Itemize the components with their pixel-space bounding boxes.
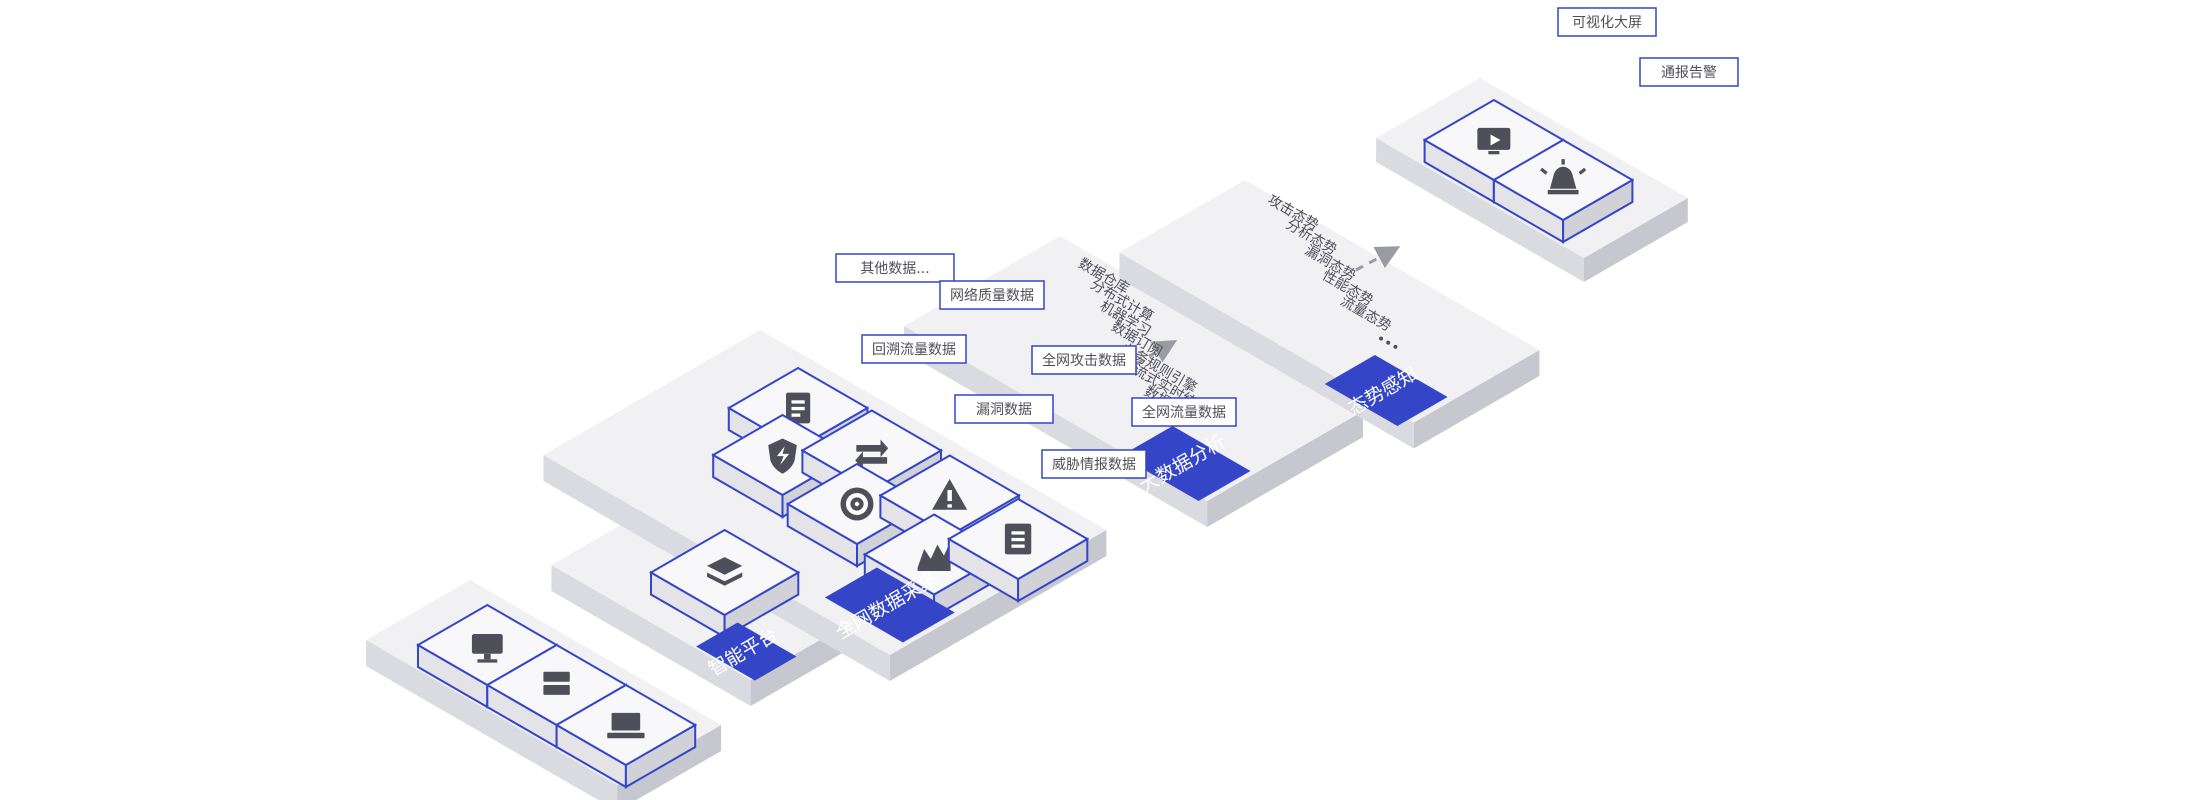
smart-platform-badge: 智能平台 (696, 622, 797, 681)
callout-alarm-box (1639, 57, 1739, 87)
smart-platform-tile (649, 528, 801, 639)
callout-visual-screen-box (1557, 7, 1657, 37)
callout-network-attack: 全网攻击数据 (1031, 345, 1137, 375)
situation-platform-side (1413, 350, 1540, 449)
callout-network-traffic-text: 全网流量数据 (1142, 404, 1226, 421)
big-data-badge-panel (1120, 426, 1251, 501)
devices-platform-front (366, 640, 618, 800)
swap-arrows-icon (855, 439, 889, 470)
device-tile-3 (554, 683, 698, 789)
callout-network-attack-box (1031, 345, 1137, 375)
output-tile-2 (1491, 138, 1635, 244)
callout-network-quality-text: 网络质量数据 (950, 288, 1034, 304)
callout-other-data-text: 其他数据... (860, 261, 929, 277)
arrow-3 (1135, 339, 1178, 366)
callout-vulnerability-box (954, 394, 1054, 424)
callout-network-attack-text: 全网攻击数据 (1042, 352, 1126, 369)
callout-threat-intel: 威胁情报数据 (1041, 449, 1147, 479)
callout-network-quality-box (939, 280, 1045, 310)
document-icon (786, 392, 811, 424)
callout-visual-screen: 可视化大屏 (1557, 7, 1657, 37)
traffic-chart-icon (917, 541, 951, 571)
callout-backtrack-traffic-text: 回溯流量数据 (872, 342, 956, 358)
screen-play-icon (1477, 127, 1511, 155)
callout-network-quality: 网络质量数据 (939, 280, 1045, 310)
outputs-platform-side (1583, 198, 1688, 282)
callout-other-data-box (835, 253, 955, 283)
callout-network-traffic-box (1131, 397, 1237, 427)
situation-badge: 态势感知 (1324, 355, 1448, 426)
layers-icon (707, 557, 743, 586)
callout-network-traffic: 全网流量数据 (1131, 397, 1237, 427)
callout-backtrack-traffic-box (861, 334, 967, 364)
collection-tile-7 (946, 497, 1090, 603)
monitor-icon (471, 634, 503, 663)
callout-vulnerability: 漏洞数据 (954, 394, 1054, 424)
intel-report-icon (1004, 523, 1032, 555)
callout-alarm: 通报告警 (1639, 57, 1739, 87)
callout-visual-screen-text: 可视化大屏 (1572, 15, 1642, 31)
callout-threat-intel-box (1041, 449, 1147, 479)
situation-platform-front (1119, 252, 1414, 449)
smart-platform-badge-panel (696, 622, 797, 681)
target-icon (840, 487, 874, 521)
situation-platform-top (1119, 180, 1540, 423)
arrow-4 (1355, 246, 1401, 272)
callout-alarm-text: 通报告警 (1661, 65, 1717, 81)
outputs-platform-front (1376, 138, 1584, 282)
alarm-icon (1540, 159, 1587, 195)
bug-warning-icon (932, 479, 968, 510)
icon-tiles (415, 98, 1635, 789)
situation-platform (1119, 180, 1540, 449)
server-icon (543, 671, 570, 695)
situation-badge-panel (1324, 355, 1448, 426)
callout-backtrack-traffic: 回溯流量数据 (861, 334, 967, 364)
callout-other-data: 其他数据... (835, 253, 955, 283)
shield-bolt-icon (768, 438, 797, 474)
data-collection-badge-panel (825, 567, 955, 643)
big-data-platform-side (1207, 411, 1364, 527)
laptop-icon (607, 712, 645, 739)
smart-platform-front (551, 565, 751, 706)
big-data-badge: 大数据分析 (1120, 426, 1251, 501)
callout-threat-intel-text: 威胁情报数据 (1052, 457, 1136, 473)
callout-vulnerability-text: 漏洞数据 (976, 402, 1032, 418)
